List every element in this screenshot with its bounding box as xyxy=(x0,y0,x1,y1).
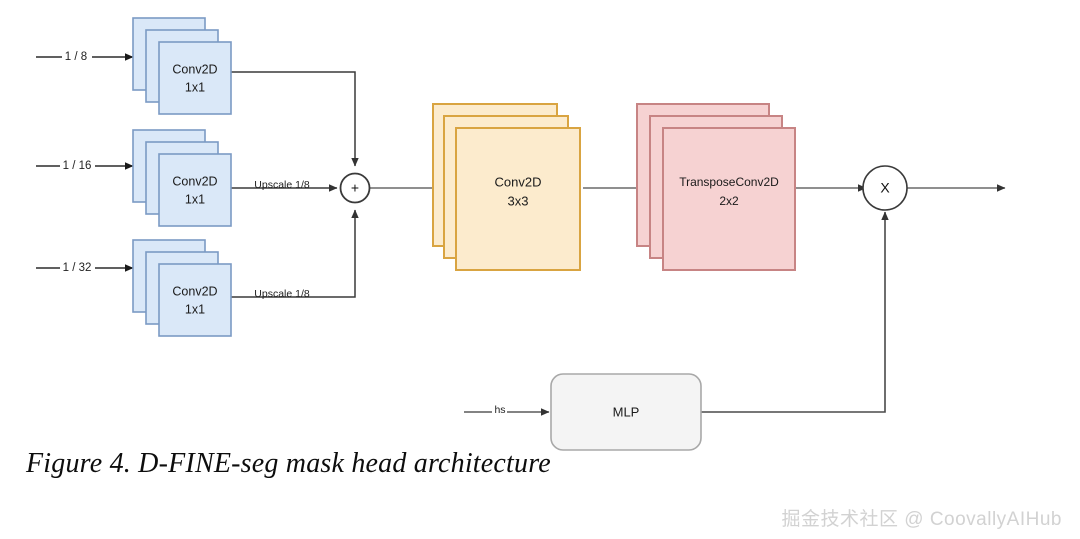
block-subtitle: 1x1 xyxy=(185,302,205,316)
block-subtitle: 1x1 xyxy=(185,80,205,94)
edge-hs-to-mlp: hs xyxy=(464,404,550,416)
sum-node[interactable]: + xyxy=(339,172,371,204)
block-subtitle: 1x1 xyxy=(185,192,205,206)
input-label-1: 1 / 8 xyxy=(65,51,87,63)
edge-conv-b-to-sum: Upscale 1/8 xyxy=(219,179,338,192)
multiply-node-glyph: X xyxy=(880,180,890,196)
block-title: MLP xyxy=(613,404,640,419)
block-transposeconv2d-2x2[interactable]: TransposeConv2D 2x2 xyxy=(636,103,796,271)
block-subtitle: 2x2 xyxy=(719,194,739,208)
edge-label-hs: hs xyxy=(494,404,505,416)
block-title: TransposeConv2D xyxy=(679,175,779,189)
edge-label-upscale-mid: Upscale 1/8 xyxy=(254,179,310,191)
block-mlp[interactable]: MLP xyxy=(550,373,702,451)
input-label-3: 1 / 32 xyxy=(63,262,92,274)
edge-label-upscale-low: Upscale 1/8 xyxy=(254,288,310,300)
block-conv2d-1x1-top[interactable]: Conv2D 1x1 xyxy=(132,17,232,115)
input-arrow-group-1: 1 / 8 xyxy=(36,51,134,63)
block-conv2d-1x1-bottom[interactable]: Conv2D 1x1 xyxy=(132,239,232,337)
block-subtitle: 3x3 xyxy=(508,193,529,208)
block-conv2d-3x3[interactable]: Conv2D 3x3 xyxy=(432,103,581,271)
architecture-diagram: 1 / 8 1 / 16 1 / 32 Upscale 1/8 xyxy=(36,17,1006,451)
watermark-text: 掘金技术社区 @ CoovallyAIHub xyxy=(781,509,1062,530)
block-conv2d-1x1-middle[interactable]: Conv2D 1x1 xyxy=(132,129,232,227)
edge-mlp-to-multiply xyxy=(701,211,889,413)
input-arrow-group-3: 1 / 32 xyxy=(36,262,134,274)
multiply-node[interactable]: X xyxy=(862,165,908,211)
edge-conv-c-to-sum: Upscale 1/8 xyxy=(219,209,359,300)
block-title: Conv2D xyxy=(172,62,217,76)
sum-node-glyph: + xyxy=(351,180,359,196)
input-label-2: 1 / 16 xyxy=(63,160,92,172)
input-arrow-group-2: 1 / 16 xyxy=(36,160,134,172)
block-title: Conv2D xyxy=(495,174,542,189)
block-title: Conv2D xyxy=(172,284,217,298)
edge-conv-a-to-sum xyxy=(219,71,359,167)
figure-caption: Figure 4. D-FINE-seg mask head architect… xyxy=(26,448,551,479)
block-title: Conv2D xyxy=(172,174,217,188)
